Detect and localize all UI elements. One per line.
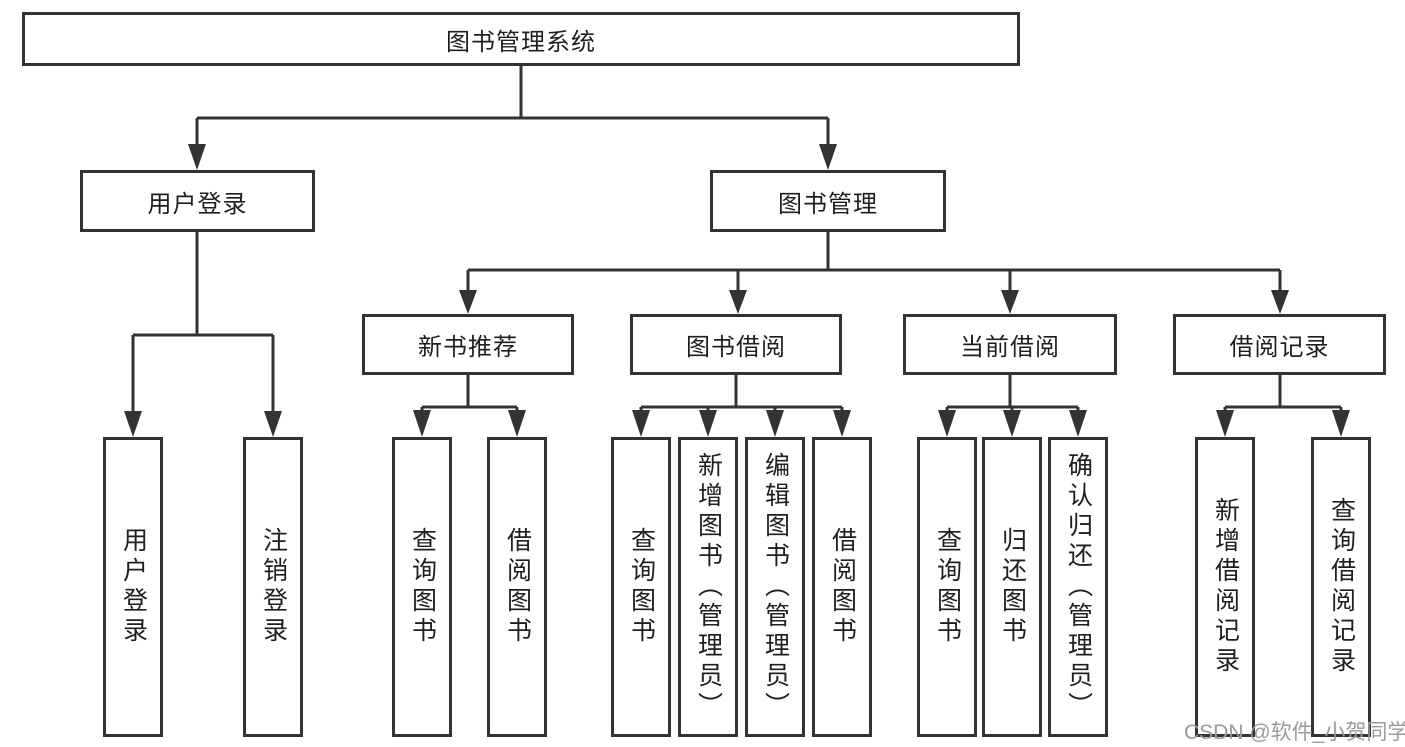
leaf-return-books: 归还图书	[982, 437, 1042, 737]
node-new-book-rec: 新书推荐	[362, 314, 574, 375]
node-root: 图书管理系统	[22, 12, 1020, 66]
leaf-borrow-books-rec: 借阅图书	[487, 437, 547, 737]
leaf-logout-label: 注销登录	[259, 527, 288, 647]
node-user-login: 用户登录	[80, 170, 315, 232]
leaf-user-login-label: 用户登录	[119, 527, 148, 647]
leaf-query-borrow-record: 查询借阅记录	[1311, 437, 1371, 737]
arrow-down-icon	[1271, 290, 1289, 314]
arrow-down-icon	[1001, 290, 1019, 314]
arrow-down-icon	[632, 410, 650, 437]
connector-book-mgmt	[466, 232, 1282, 292]
leaf-edit-book-admin: 编辑图书（管理员）	[745, 437, 805, 737]
arrow-down-icon	[938, 410, 956, 437]
node-book-mgmt-label: 图书管理	[778, 190, 878, 218]
leaf-add-book-admin: 新增图书（管理员）	[678, 437, 738, 737]
connector-user-login	[131, 232, 275, 413]
leaf-logout: 注销登录	[243, 437, 303, 737]
arrow-down-icon	[188, 144, 206, 170]
leaf-confirm-return-admin-label: 确认归还（管理员）	[1064, 452, 1093, 722]
arrow-down-icon	[819, 144, 837, 170]
arrowheads	[124, 144, 1350, 437]
leaf-user-login: 用户登录	[103, 437, 163, 737]
leaf-return-books-label: 归还图书	[998, 527, 1027, 647]
leaf-query-books-rec-label: 查询图书	[408, 527, 437, 647]
leaf-confirm-return-admin: 确认归还（管理员）	[1048, 437, 1108, 737]
arrow-down-icon	[699, 410, 717, 437]
connector-current-borrow	[945, 375, 1080, 412]
connector-root	[195, 66, 830, 146]
node-book-borrow-label: 图书借阅	[686, 334, 786, 361]
arrow-down-icon	[413, 410, 431, 437]
leaf-add-borrow-record: 新增借阅记录	[1195, 437, 1255, 737]
node-root-label: 图书管理系统	[446, 28, 596, 56]
leaf-query-books-borrow: 查询图书	[611, 437, 671, 737]
leaf-borrow-books-rec-label: 借阅图书	[503, 527, 532, 647]
watermark: CSDN @软件_小贺同学	[1184, 721, 1405, 744]
leaf-add-borrow-record-label: 新增借阅记录	[1211, 497, 1240, 677]
node-book-borrow: 图书借阅	[630, 314, 842, 375]
connector-book-borrow	[639, 375, 844, 412]
leaf-query-borrow-record-label: 查询借阅记录	[1327, 497, 1356, 677]
arrow-down-icon	[124, 411, 142, 437]
arrow-down-icon	[1069, 410, 1087, 437]
arrow-down-icon	[729, 290, 747, 314]
arrow-down-icon	[766, 410, 784, 437]
arrow-down-icon	[508, 410, 526, 437]
node-borrow-records-label: 借阅记录	[1229, 334, 1330, 361]
node-borrow-records: 借阅记录	[1173, 314, 1386, 375]
node-new-book-rec-label: 新书推荐	[418, 334, 518, 361]
leaf-query-books-borrow-label: 查询图书	[627, 527, 656, 647]
leaf-borrow-books: 借阅图书	[812, 437, 872, 737]
node-current-borrow: 当前借阅	[903, 314, 1117, 375]
node-book-mgmt: 图书管理	[710, 170, 946, 232]
connector-new-book-rec	[420, 375, 519, 412]
leaf-query-books-current-label: 查询图书	[933, 527, 962, 647]
leaf-borrow-books-label: 借阅图书	[828, 527, 857, 647]
leaf-query-books-rec: 查询图书	[392, 437, 452, 737]
arrow-down-icon	[459, 290, 477, 314]
node-current-borrow-label: 当前借阅	[960, 334, 1060, 361]
arrow-down-icon	[1216, 410, 1234, 437]
connector-borrow-records	[1223, 375, 1343, 412]
arrow-down-icon	[833, 410, 851, 437]
arrow-down-icon	[1332, 410, 1350, 437]
arrow-down-icon	[264, 411, 282, 437]
node-user-login-label: 用户登录	[147, 190, 248, 218]
leaf-query-books-current: 查询图书	[917, 437, 977, 737]
arrow-down-icon	[1003, 410, 1021, 437]
leaf-add-book-admin-label: 新增图书（管理员）	[694, 452, 723, 722]
leaf-edit-book-admin-label: 编辑图书（管理员）	[761, 452, 790, 722]
